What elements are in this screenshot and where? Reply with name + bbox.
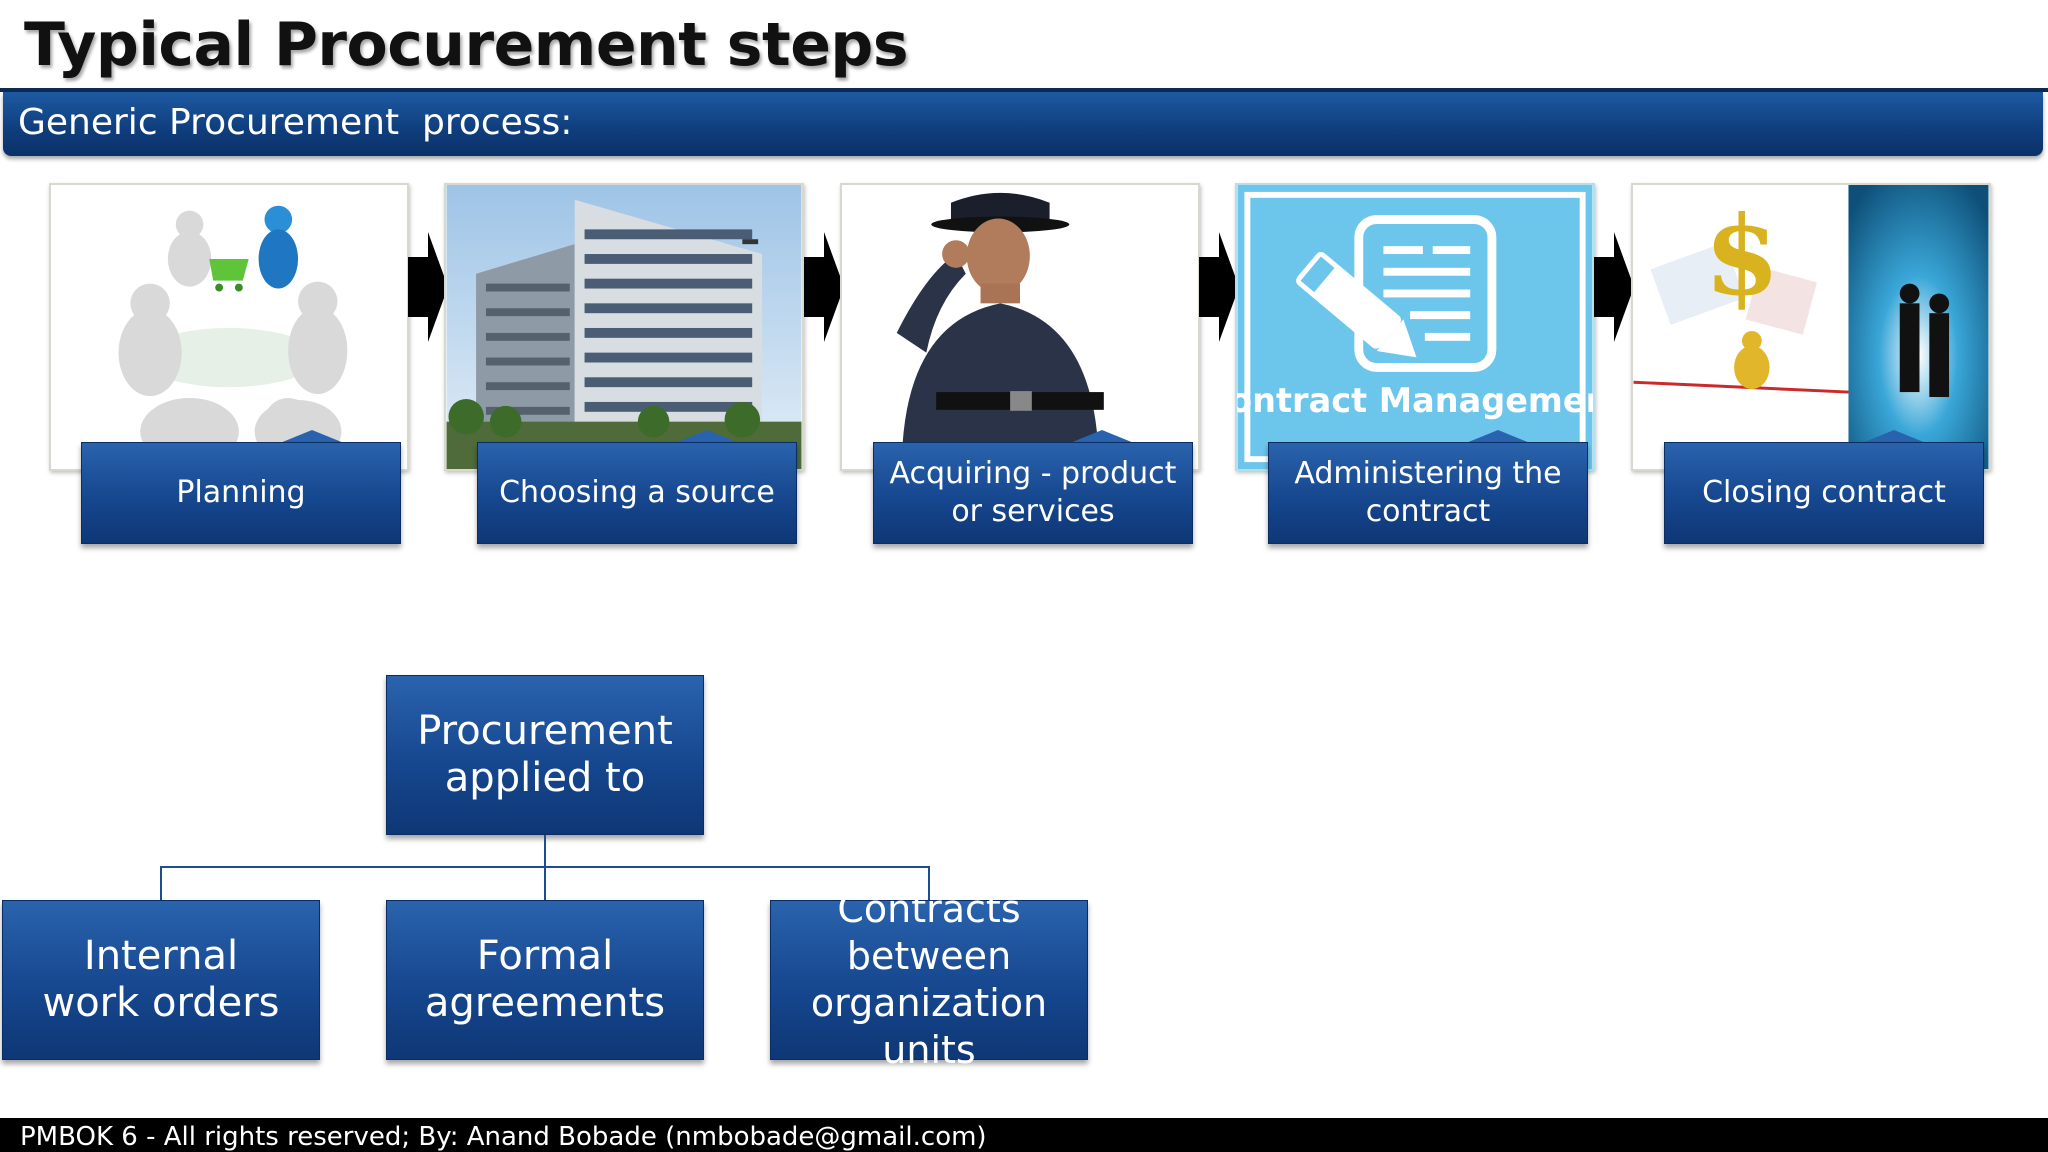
slide-title: Typical Procurement steps (24, 10, 909, 80)
label-notch (1862, 430, 1926, 443)
org-connector (928, 866, 930, 900)
step-label-text: Choosing a source (499, 475, 775, 510)
org-connector (544, 835, 546, 867)
dollar-business-icon: $ (1631, 183, 1991, 471)
step-closing: Closing contract (1664, 442, 1984, 544)
step-planning: Planning (81, 442, 401, 544)
office-building-icon (444, 183, 804, 471)
footer-bar: PMBOK 6 - All rights reserved; By: Anand… (0, 1118, 2048, 1152)
step-acquiring: Acquiring - product or services (873, 442, 1193, 544)
arrow-right-icon (408, 232, 448, 342)
label-notch (675, 430, 739, 443)
org-child-text: Contracts between organization units (810, 887, 1048, 1072)
svg-text:$: $ (1704, 191, 1779, 319)
arrow-right-icon (1199, 232, 1239, 342)
label-notch (280, 430, 344, 443)
step-label-text: Planning (176, 475, 306, 510)
org-child-box: Internal work orders (2, 900, 320, 1060)
org-child-text: Internal work orders (42, 933, 280, 1026)
banner-text: Generic Procurement process: (18, 102, 573, 143)
org-connector (544, 866, 546, 900)
org-root-text: Procurement applied to (417, 708, 673, 801)
org-child-box: Formal agreements (386, 900, 704, 1060)
contract-image-caption: Contract Management (1237, 381, 1593, 420)
security-guard-icon (840, 183, 1200, 471)
arrow-right-icon (1594, 232, 1634, 342)
footer-text: PMBOK 6 - All rights reserved; By: Anand… (20, 1122, 987, 1152)
step-administering: Administering the contract (1268, 442, 1588, 544)
org-child-text: Formal agreements (424, 933, 666, 1026)
banner: Generic Procurement process: (3, 92, 2043, 156)
org-child-box: Contracts between organization units (770, 887, 1088, 1072)
title-rule (0, 88, 2048, 92)
org-connector (160, 866, 162, 900)
arrow-right-icon (804, 232, 844, 342)
org-root-box: Procurement applied to (386, 675, 704, 835)
step-choosing-source: Choosing a source (477, 442, 797, 544)
label-notch (1466, 430, 1530, 443)
contract-management-icon: Contract Management (1235, 183, 1595, 471)
step-label-text: Closing contract (1702, 475, 1946, 510)
people-meeting-cart-icon (49, 183, 409, 471)
step-label-text: Acquiring - product or services (889, 456, 1177, 529)
step-label-text: Administering the contract (1294, 456, 1562, 529)
label-notch (1070, 430, 1134, 443)
